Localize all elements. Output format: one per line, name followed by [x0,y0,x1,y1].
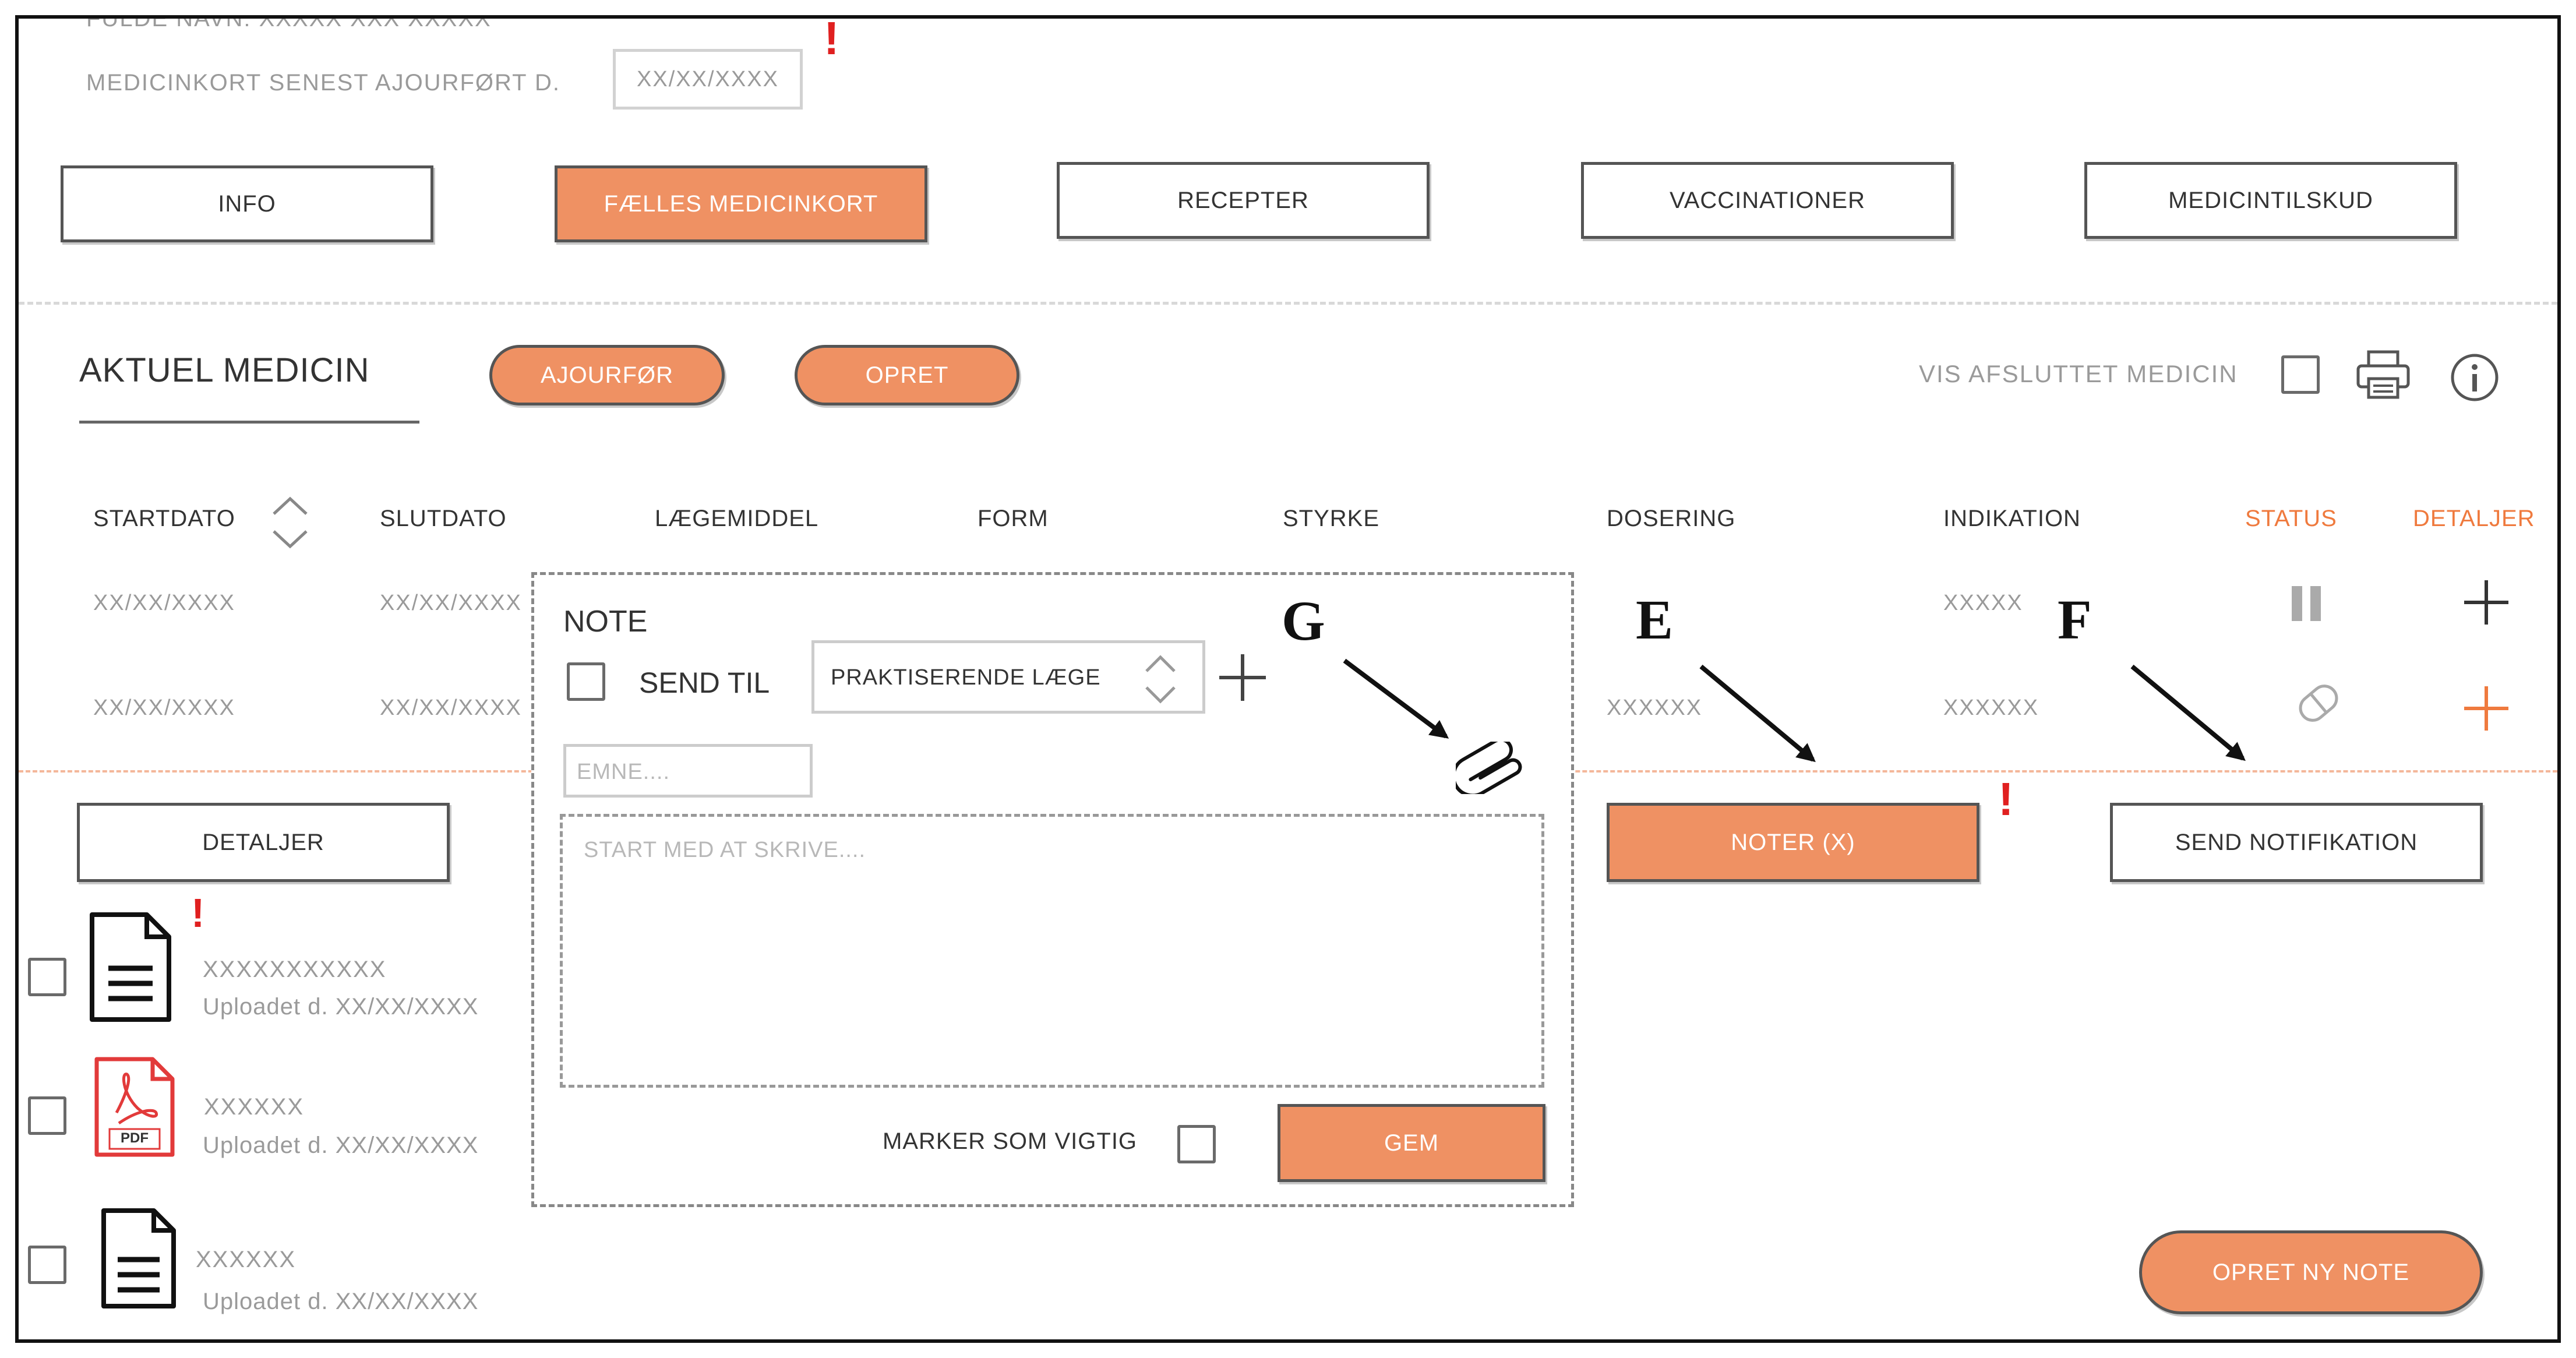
tab-shared-medicine-card[interactable]: FÆLLES MEDICINKORT [555,165,927,242]
row-2-dosering: XXXXXX [1607,696,1703,720]
alert-icon: ! [824,15,839,64]
column-header-form[interactable]: FORM [978,506,1049,531]
info-icon[interactable] [2449,352,2500,403]
show-ended-medicine-checkbox[interactable] [2281,355,2320,394]
document-icon[interactable] [98,1206,179,1311]
row-2-indikation: XXXXXX [1943,696,2039,720]
column-header-startdato[interactable]: STARTDATO [93,506,235,531]
tab-vaccinations[interactable]: VACCINATIONER [1581,162,1954,239]
file-1-checkbox[interactable] [28,958,66,996]
notes-button[interactable]: NOTER (X) [1607,803,1979,882]
mark-important-label: MARKER SOM VIGTIG [883,1128,1138,1154]
column-header-detaljer[interactable]: DETALJER [2413,506,2535,531]
recipient-select[interactable]: PRAKTISERENDE LÆGE [811,640,1205,714]
section-title-underline [79,421,419,424]
pill-icon[interactable] [2289,671,2348,735]
row-1-indikation: XXXXX [1943,591,2023,615]
section-title: AKTUEL MEDICIN [79,351,370,389]
note-body-placeholder: START MED AT SKRIVE.... [584,838,866,862]
expand-details-icon-active[interactable] [2457,679,2515,738]
column-header-styrke[interactable]: STYRKE [1283,506,1380,531]
subject-input[interactable]: EMNE.... [563,744,813,798]
arrow-e [1699,664,1816,763]
row-2-slutdato: XX/XX/XXXX [380,696,522,720]
note-title: NOTE [563,605,648,639]
row-1-startdato: XX/XX/XXXX [93,591,235,615]
column-header-dosering[interactable]: DOSERING [1607,506,1736,531]
subject-placeholder: EMNE.... [577,760,671,784]
details-button[interactable]: DETALJER [77,803,450,882]
note-body-textarea[interactable]: START MED AT SKRIVE.... [560,814,1544,1088]
file-1-alert-icon: ! [191,890,205,936]
new-note-button[interactable]: OPRET NY NOTE [2139,1230,2483,1314]
send-to-label: SEND TIL [639,666,770,699]
update-button[interactable]: AJOURFØR [489,345,725,405]
file-3-checkbox[interactable] [28,1246,66,1284]
column-header-laegemiddel[interactable]: LÆGEMIDDEL [655,506,819,531]
print-icon[interactable] [2355,350,2412,400]
pause-icon[interactable] [2286,580,2327,627]
column-header-slutdato[interactable]: SLUTDATO [380,506,507,531]
file-1-name[interactable]: XXXXXXXXXXX [203,957,387,982]
tab-medicine-subsidy[interactable]: MEDICINTILSKUD [2084,162,2457,239]
row-1-slutdato: XX/XX/XXXX [380,591,522,615]
document-icon[interactable] [86,910,175,1024]
card-updated-label: MEDICINKORT SENEST AJOURFØRT D. [86,70,560,96]
arrow-f [2130,664,2246,761]
sort-icon[interactable] [268,491,312,555]
show-ended-medicine-label: VIS AFSLUTTET MEDICIN [1919,360,2238,387]
annotation-label-e: E [1636,588,1674,651]
file-2-name[interactable]: XXXXXX [204,1094,305,1120]
notes-alert-icon: ! [1998,773,2014,825]
expand-details-icon[interactable] [2457,573,2515,632]
section-divider [19,302,2557,305]
file-3-name[interactable]: XXXXXX [196,1247,297,1272]
annotation-label-f: F [2058,588,2092,651]
stepper-icon[interactable] [1138,649,1183,710]
file-2-uploaded: Uploadet d. XX/XX/XXXX [203,1133,479,1158]
pdf-icon-label: PDF [121,1130,149,1146]
send-to-checkbox[interactable] [567,662,605,701]
create-button[interactable]: OPRET [795,345,1019,405]
column-header-status[interactable]: STATUS [2245,506,2337,531]
pdf-icon[interactable] [91,1054,178,1159]
send-notification-button[interactable]: SEND NOTIFIKATION [2110,803,2483,882]
tab-prescriptions[interactable]: RECEPTER [1057,162,1430,239]
add-recipient-icon[interactable] [1213,648,1272,707]
note-modal: NOTE SEND TIL PRAKTISERENDE LÆGE EMNE...… [531,572,1574,1207]
save-button[interactable]: GEM [1278,1104,1545,1182]
card-updated-field[interactable]: XX/XX/XXXX [613,49,803,110]
recipient-value: PRAKTISERENDE LÆGE [831,665,1101,690]
column-header-indikation[interactable]: INDIKATION [1943,506,2081,531]
annotation-label-g: G [1282,590,1325,652]
file-3-uploaded: Uploadet d. XX/XX/XXXX [203,1289,479,1314]
file-2-checkbox[interactable] [28,1096,66,1135]
patient-name: FULDE NAVN: XXXXX XXX XXXXX [86,15,492,31]
mark-important-checkbox[interactable] [1177,1125,1216,1163]
paperclip-icon[interactable] [1456,742,1526,794]
file-1-uploaded: Uploadet d. XX/XX/XXXX [203,994,479,1020]
row-2-startdato: XX/XX/XXXX [93,696,235,720]
tab-info[interactable]: INFO [61,165,433,242]
app-frame: FULDE NAVN: XXXXX XXX XXXXX MEDICINKORT … [15,15,2561,1343]
